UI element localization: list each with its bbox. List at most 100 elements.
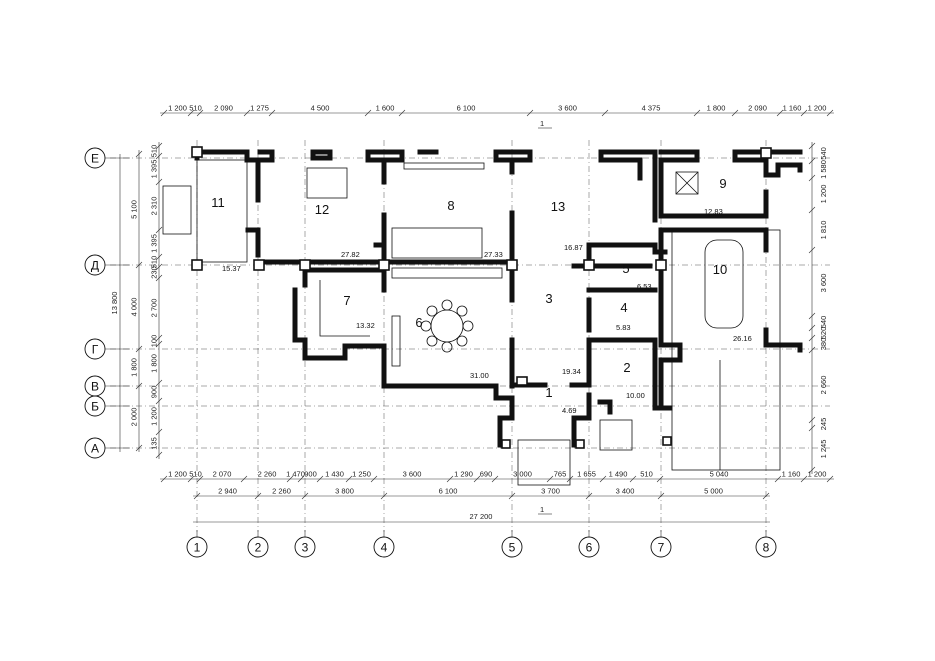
dimension-label: 2 090: [748, 104, 767, 113]
room-labels: 14.69210.00319.3445.8356.53631.00713.328…: [211, 176, 752, 415]
dimension-label: 1 160: [783, 104, 802, 113]
axis-bubble-x: [755, 536, 777, 558]
dimension-label: 1 200: [819, 185, 828, 204]
section-mark-top: 1: [538, 119, 552, 129]
dimension-label: 1 200: [150, 407, 159, 426]
dimension-label: 3 000: [513, 470, 532, 479]
dimension-label: 5 100: [130, 200, 139, 219]
dimension-label: 1 275: [250, 104, 269, 113]
axis-grid: [110, 140, 830, 532]
dimension-label: 1 200: [808, 470, 827, 479]
axis-bubble-x: [247, 536, 269, 558]
dining-table: [420, 299, 474, 353]
axis-bubble-y: [84, 395, 106, 417]
section-mark-top-label: 1: [540, 119, 544, 128]
room-area: 31.00: [470, 371, 489, 380]
dimension-label: 100: [150, 335, 159, 348]
room-area: 27.82: [341, 250, 360, 259]
axis-bubble-y: [84, 338, 106, 360]
dimension-label: 1 600: [376, 104, 395, 113]
room-number: 2: [623, 360, 630, 375]
axis-bubble-x: [186, 536, 208, 558]
room-number: 9: [719, 176, 726, 191]
dimension-label: 1 655: [577, 470, 596, 479]
room-area: 26.16: [733, 334, 752, 343]
dimension-label: 380: [819, 338, 828, 351]
axis-bubble-x: [373, 536, 395, 558]
axis-label-y: А: [91, 442, 99, 456]
total-width-label: 27 200: [470, 512, 493, 521]
dimension-label: 690: [480, 470, 493, 479]
dimension-label: 520: [819, 327, 828, 340]
dimension-label: 6 100: [457, 104, 476, 113]
dimension-label: 1 200: [808, 104, 827, 113]
dimension-label: 900: [304, 470, 317, 479]
axis-bubble-x: [650, 536, 672, 558]
room-area: 15.37: [222, 264, 241, 273]
room-number: 10: [713, 262, 727, 277]
dimension-label: 1 800: [130, 358, 139, 377]
room-number: 4: [620, 300, 627, 315]
dimension-label: 510: [150, 256, 159, 269]
room-area: 16.87: [564, 243, 583, 252]
dimension-label: 510: [150, 145, 159, 158]
dimension-label: 1 800: [707, 104, 726, 113]
axis-label-x: 6: [586, 541, 593, 555]
axis-label-x: 5: [509, 541, 516, 555]
total-dimension-horizontal: 27 200: [193, 512, 770, 523]
dimension-label: 4 500: [311, 104, 330, 113]
dimension-label: 6 100: [439, 487, 458, 496]
dimension-label: 2 090: [214, 104, 233, 113]
axis-bubble-x: [294, 536, 316, 558]
room-number: 11: [211, 195, 225, 210]
dimension-label: 1 200: [168, 104, 187, 113]
dimension-label: 245: [819, 418, 828, 431]
room-area: 13.32: [356, 321, 375, 330]
room-area: 6.53: [637, 282, 652, 291]
dimension-label: 2 260: [258, 470, 277, 479]
dimension-label: 2 660: [819, 376, 828, 395]
dimension-label: 510: [189, 470, 202, 479]
dimension-label: 2 310: [150, 197, 159, 216]
axis-bubble-y: [84, 147, 106, 169]
total-dimension-vertical: 13 800: [110, 154, 121, 452]
dimension-label: 1 580: [819, 160, 828, 179]
room-number: 7: [343, 293, 350, 308]
axis-label-x: 1: [194, 541, 201, 555]
interior-outlines: [162, 159, 781, 486]
dimension-label: 4 375: [642, 104, 661, 113]
axis-label-x: 4: [381, 541, 388, 555]
axis-bubble-y: [84, 437, 106, 459]
room-number: 3: [545, 291, 552, 306]
dimension-label: 135: [150, 437, 159, 450]
dimension-label: 1 395: [150, 160, 159, 179]
dimension-label: 2 000: [130, 408, 139, 427]
dimension-label: 900: [150, 386, 159, 399]
room-number: 13: [551, 199, 565, 214]
room-area: 5.83: [616, 323, 631, 332]
axis-bubble-x: [578, 536, 600, 558]
axis-label-y: Е: [91, 152, 99, 166]
axis-label-x: 8: [763, 541, 770, 555]
dimension-label: 1 160: [782, 470, 801, 479]
section-mark-bottom: 1: [538, 505, 552, 515]
room-number: 1: [545, 385, 552, 400]
dimension-label: 1 470: [286, 470, 305, 479]
axis-bubble-x: [501, 536, 523, 558]
dimension-label: 5 000: [704, 487, 723, 496]
dimension-label: 3 600: [819, 274, 828, 293]
room-number: 5: [622, 261, 629, 276]
room-area: 19.34: [562, 367, 581, 376]
dimension-label: 540: [819, 316, 828, 329]
room-area: 27.33: [484, 250, 503, 259]
walls: [194, 149, 803, 448]
dimension-label: 540: [819, 147, 828, 160]
dimension-label: 1 430: [325, 470, 344, 479]
axis-bubble-y: [84, 254, 106, 276]
dimension-label: 3 700: [541, 487, 560, 496]
